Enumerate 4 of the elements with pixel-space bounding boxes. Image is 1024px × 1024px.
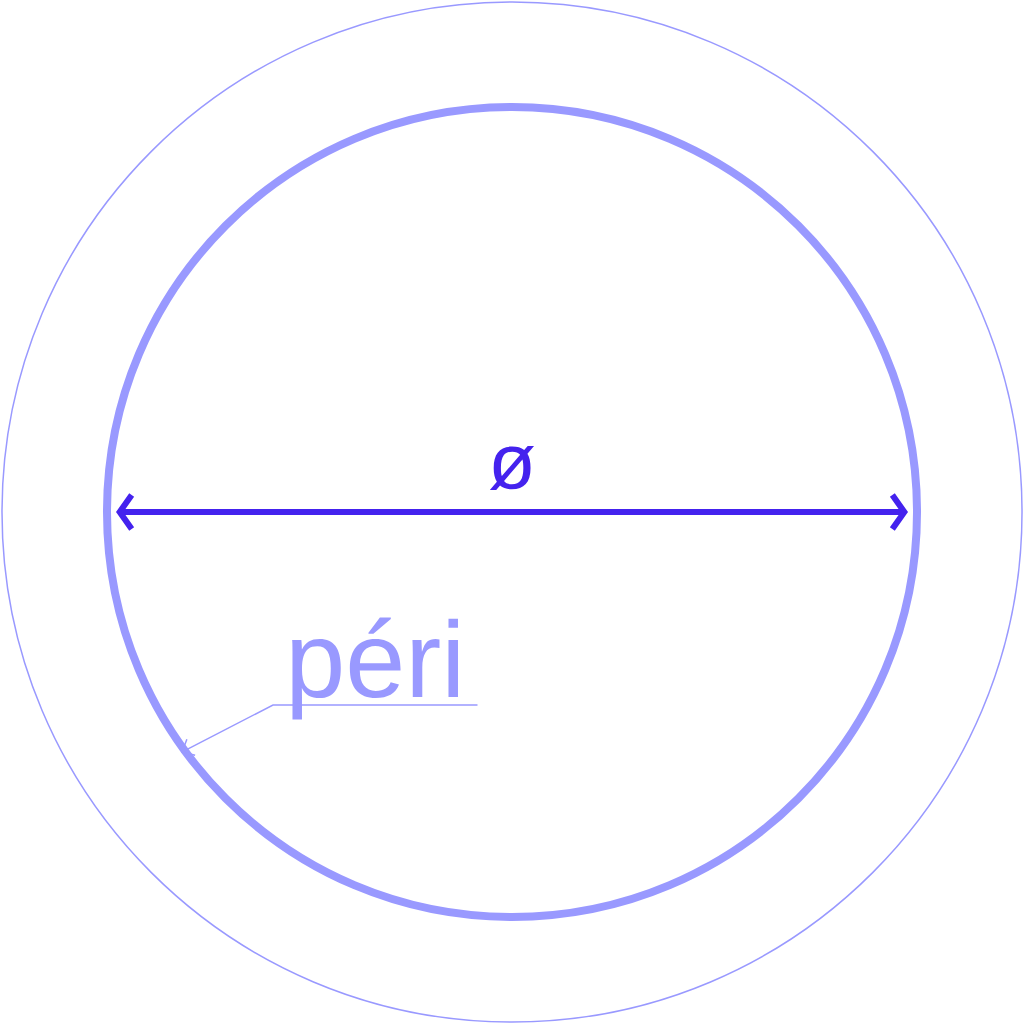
diameter-symbol: ø: [489, 446, 535, 490]
circle: [103, 103, 921, 921]
label-text: péri: [292, 617, 458, 720]
leader-line: [181, 704, 479, 757]
